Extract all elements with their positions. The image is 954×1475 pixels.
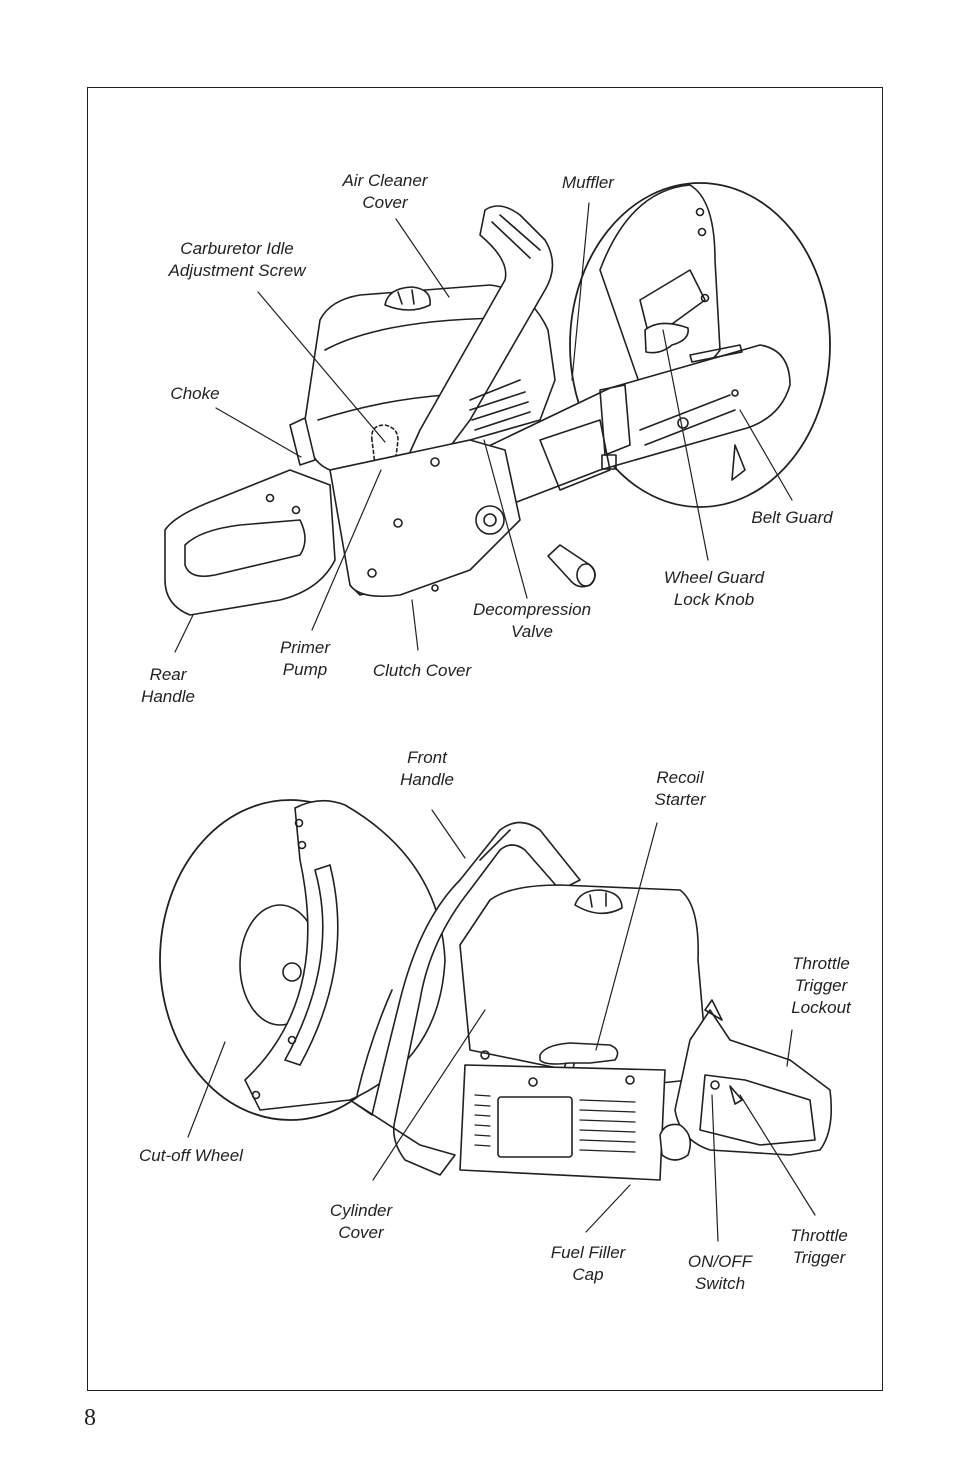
label-wheel-guard-lock-knob: Wheel Guard Lock Knob: [656, 567, 772, 611]
label-recoil-starter: Recoil Starter: [640, 767, 720, 811]
label-line: Throttle: [790, 1226, 848, 1245]
label-line: Switch: [694, 1274, 746, 1293]
label-decompression-valve: Decompression Valve: [462, 599, 602, 643]
label-line: Lock Knob: [673, 590, 755, 609]
label-line: Handle: [400, 770, 454, 789]
label-line: ON/OFF: [687, 1252, 753, 1271]
label-cut-off-wheel: Cut-off Wheel: [128, 1145, 254, 1167]
label-line: Air Cleaner: [342, 171, 428, 190]
diagram-frame: [87, 87, 883, 1391]
label-line: Pump: [282, 660, 328, 679]
label-line: Throttle: [792, 954, 850, 973]
label-line: Wheel Guard: [663, 568, 765, 587]
label-throttle-trigger-lockout: Throttle Trigger Lockout: [778, 953, 864, 1019]
label-line: Trigger: [794, 976, 848, 995]
label-muffler: Muffler: [548, 172, 628, 194]
label-rear-handle: Rear Handle: [128, 664, 208, 708]
label-line: Starter: [654, 790, 706, 809]
label-line: Cap: [572, 1265, 604, 1284]
label-line: Front: [407, 748, 447, 767]
label-line: Decompression: [472, 600, 592, 619]
label-cylinder-cover: Cylinder Cover: [320, 1200, 402, 1244]
label-primer-pump: Primer Pump: [265, 637, 345, 681]
label-line: Muffler: [562, 173, 614, 192]
label-line: Cover: [362, 193, 408, 212]
label-line: Rear: [149, 665, 187, 684]
top-saw-drawing: [164, 182, 831, 653]
label-clutch-cover: Clutch Cover: [362, 660, 482, 682]
label-line: Valve: [511, 622, 553, 641]
label-line: Handle: [141, 687, 195, 706]
label-line: Adjustment Screw: [168, 261, 306, 280]
label-line: Clutch Cover: [372, 661, 472, 680]
label-on-off-switch: ON/OFF Switch: [680, 1251, 760, 1295]
label-carburetor-idle-adjustment-screw: Carburetor Idle Adjustment Screw: [152, 238, 322, 282]
label-throttle-trigger: Throttle Trigger: [778, 1225, 860, 1269]
label-line: Recoil: [656, 768, 704, 787]
label-line: Cover: [338, 1223, 384, 1242]
label-air-cleaner-cover: Air Cleaner Cover: [330, 170, 440, 214]
label-choke: Choke: [160, 383, 230, 405]
label-fuel-filler-cap: Fuel Filler Cap: [540, 1242, 636, 1286]
bottom-saw-drawing: [159, 799, 833, 1242]
label-line: Lockout: [791, 998, 851, 1017]
label-line: Primer: [279, 638, 331, 657]
label-line: Choke: [170, 384, 220, 403]
label-line: Trigger: [792, 1248, 846, 1267]
label-line: Carburetor Idle: [180, 239, 294, 258]
label-front-handle: Front Handle: [387, 747, 467, 791]
page-number: 8: [84, 1405, 96, 1431]
label-line: Cylinder: [329, 1201, 393, 1220]
label-line: Belt Guard: [751, 508, 833, 527]
label-belt-guard: Belt Guard: [740, 507, 844, 529]
label-line: Cut-off Wheel: [139, 1146, 243, 1165]
label-line: Fuel Filler: [550, 1243, 626, 1262]
